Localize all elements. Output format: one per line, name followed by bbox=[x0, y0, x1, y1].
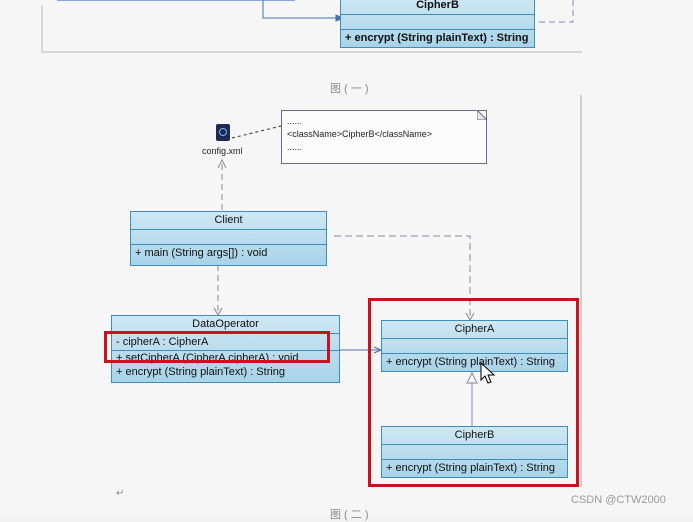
config-label: config.xml bbox=[202, 146, 243, 156]
class-cipherb-top: CipherB + encrypt (String plainText) : S… bbox=[340, 0, 535, 48]
class-method: + main (String args[]) : void bbox=[135, 247, 268, 259]
class-dataoperator[interactable]: DataOperator - cipherA : CipherA + setCi… bbox=[111, 315, 340, 383]
class-method: + encrypt (String plainText) : String bbox=[386, 356, 556, 368]
xml-file-icon[interactable] bbox=[216, 124, 230, 141]
class-ciphera[interactable]: CipherA + encrypt (String plainText) : S… bbox=[381, 320, 568, 372]
class-name: Client bbox=[131, 212, 326, 230]
class-attributes bbox=[131, 230, 326, 245]
note-element: ...... <className>CipherB</className> ..… bbox=[281, 110, 487, 164]
mouse-cursor-icon bbox=[480, 362, 496, 384]
class-method: + encrypt (String plainText) : String bbox=[386, 462, 556, 474]
highlight-box-ciphers bbox=[368, 298, 579, 487]
class-cipherb[interactable]: CipherB + encrypt (String plainText) : S… bbox=[381, 426, 568, 478]
class-empty-section bbox=[382, 445, 567, 460]
caption-figure-1: 图 ( 一 ) bbox=[330, 83, 369, 95]
class-name: CipherB bbox=[382, 427, 567, 445]
class-client[interactable]: Client + main (String args[]) : void bbox=[130, 211, 327, 266]
note-fold-icon bbox=[477, 110, 487, 120]
caption-figure-2: 图 ( 二 ) bbox=[330, 509, 369, 521]
note-line: ...... bbox=[287, 116, 303, 126]
class-empty-section bbox=[382, 339, 567, 354]
method-encrypt: + encrypt (String plainText) : String bbox=[116, 366, 286, 378]
return-mark: ↵ bbox=[116, 488, 125, 499]
class-empty-section bbox=[341, 15, 534, 30]
class-name: CipherA bbox=[382, 321, 567, 339]
class-name: CipherB bbox=[341, 0, 534, 15]
highlight-box-dataoperator bbox=[104, 331, 330, 363]
class-method: + encrypt (String plainText) : String bbox=[345, 32, 529, 44]
note-line: ...... bbox=[287, 142, 303, 152]
watermark: CSDN @CTW2000 bbox=[571, 494, 666, 506]
class-attribute: - cipherA : CipherA bbox=[112, 334, 339, 351]
note-line: <className>CipherB</className> bbox=[287, 129, 433, 139]
